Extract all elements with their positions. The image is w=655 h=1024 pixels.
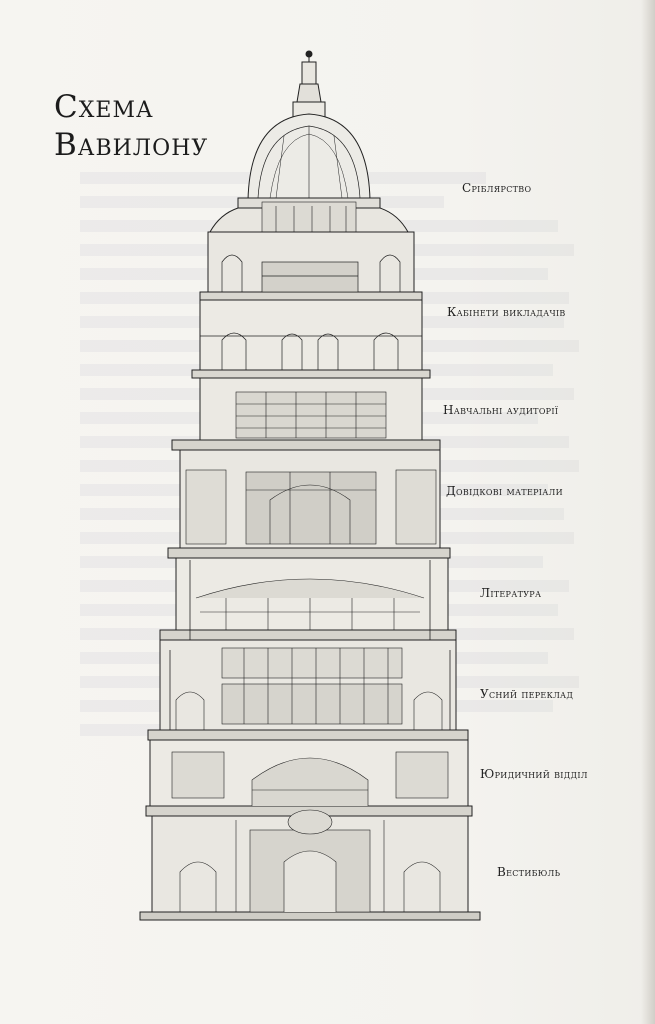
floor-label-lobby: Вестибюль <box>497 865 561 879</box>
floor-label-interpreting: Усний переклад <box>480 687 574 701</box>
level-reference <box>167 449 451 559</box>
dome <box>209 113 409 237</box>
level-silversmithing <box>199 231 423 301</box>
floor-label-classrooms: Навчальні аудиторії <box>443 403 559 417</box>
floor-label-silversmithing: Сріблярство <box>462 181 532 195</box>
page-edge-shadow <box>641 0 655 1024</box>
floor-label-literature: Література <box>480 586 542 600</box>
floor-label-legal: Юридичний відділ <box>480 767 588 781</box>
level-interpreting <box>147 639 469 741</box>
level-legal <box>145 739 473 817</box>
level-literature <box>159 557 457 641</box>
spire <box>292 50 326 119</box>
level-faculty-offices <box>191 299 431 379</box>
title-line-2: Вавилону <box>54 127 209 163</box>
title-line-1: Схема <box>54 89 154 125</box>
page-title: Схема Вавилону <box>54 88 254 164</box>
level-lobby <box>139 809 481 921</box>
floor-label-faculty-offices: Кабінети викладачів <box>447 305 566 319</box>
level-classrooms <box>171 377 441 451</box>
side-columns <box>169 560 451 730</box>
floor-label-reference: Довідкові матеріали <box>446 484 563 498</box>
